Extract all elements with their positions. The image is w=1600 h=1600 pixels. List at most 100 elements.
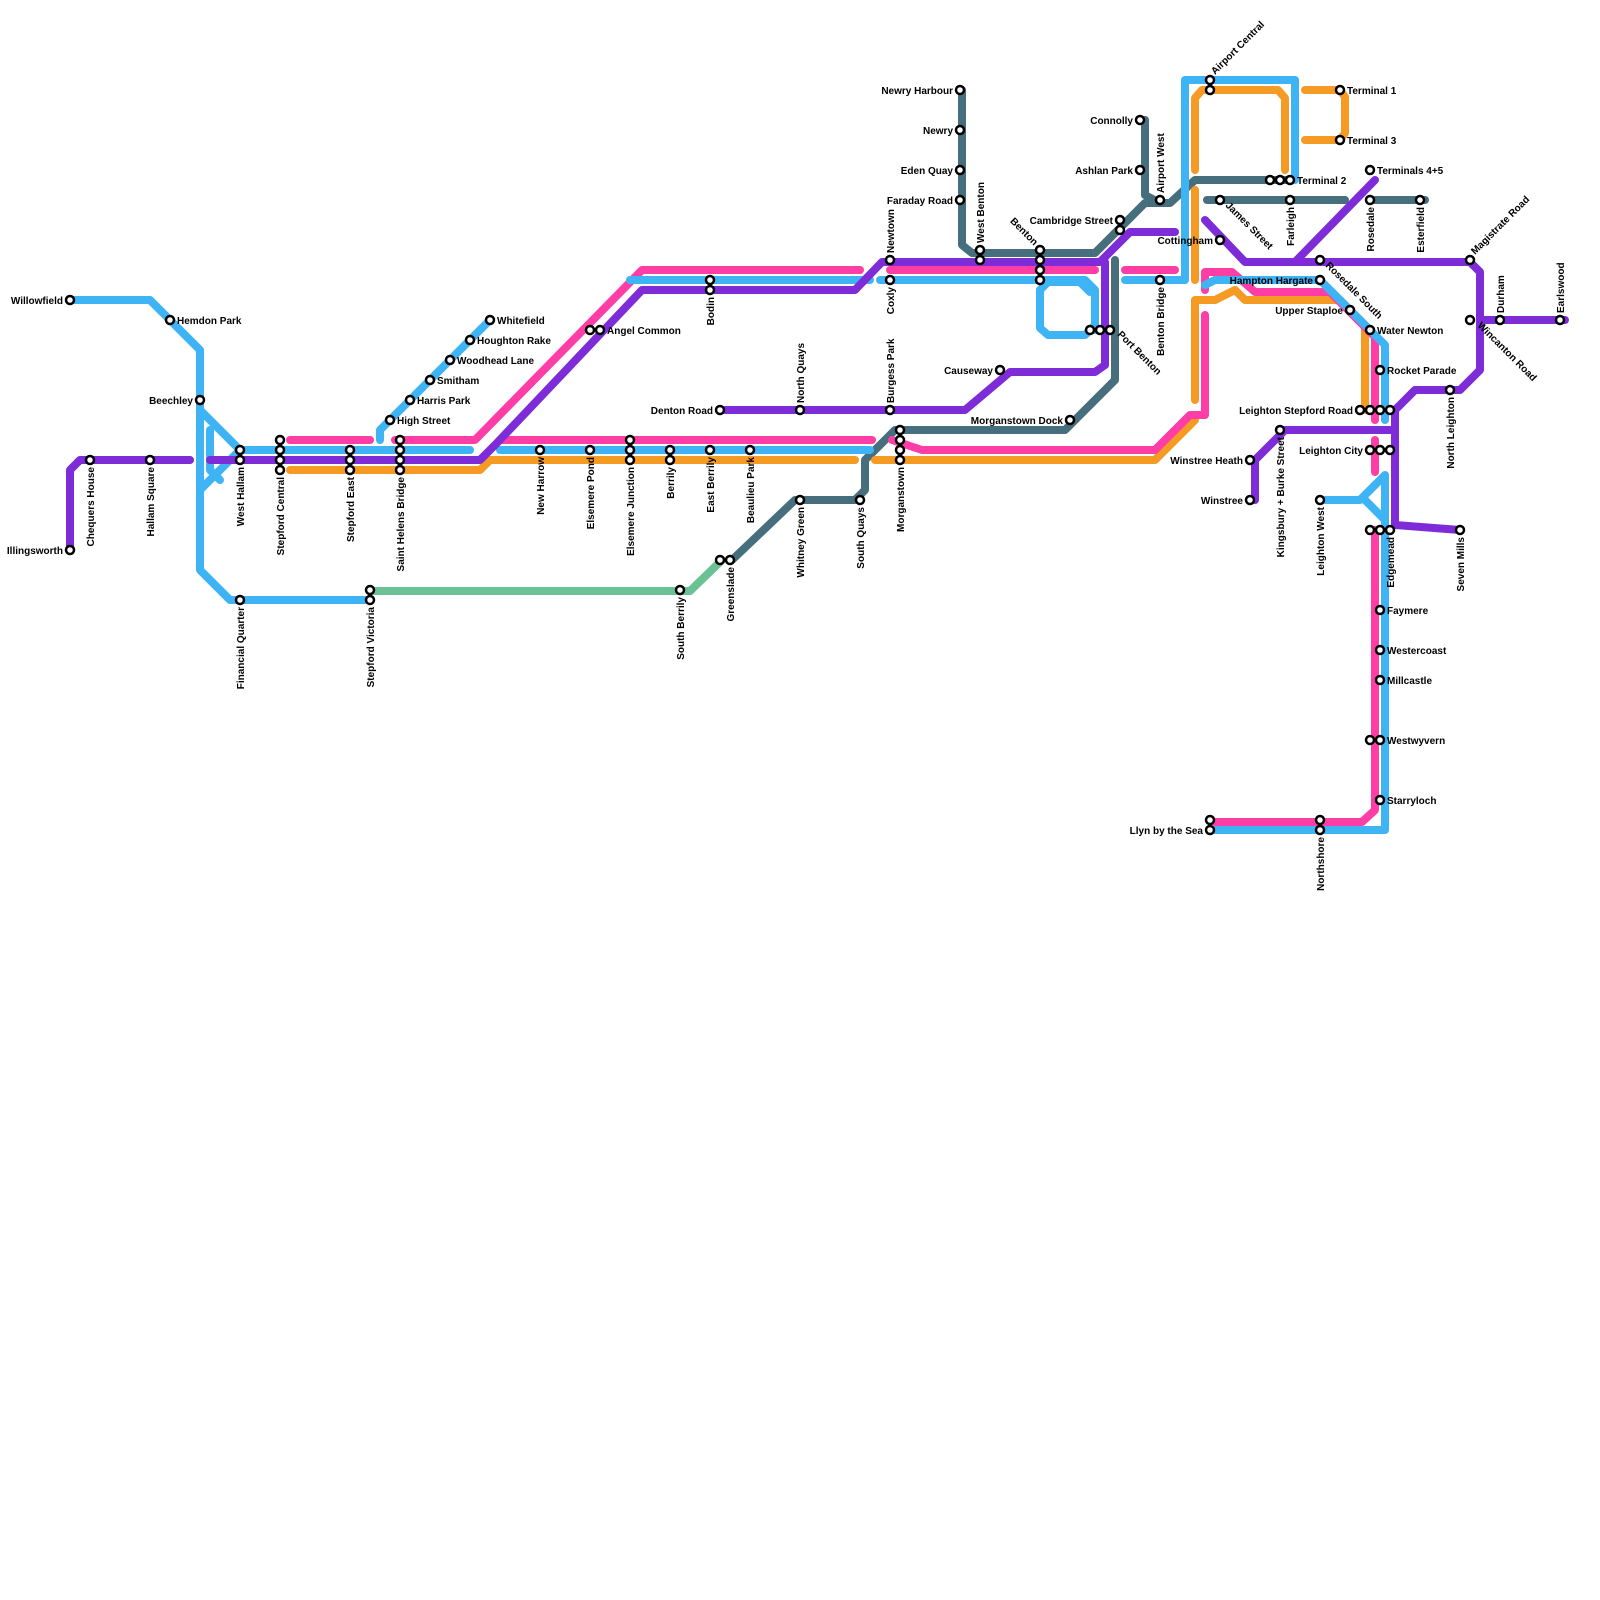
station-marker[interactable] [1206, 86, 1214, 94]
station-marker[interactable] [1496, 316, 1504, 324]
station-marker[interactable] [886, 256, 894, 264]
station-marker[interactable] [276, 466, 284, 474]
station-marker[interactable] [1556, 316, 1564, 324]
station-marker[interactable] [346, 446, 354, 454]
station-marker[interactable] [166, 316, 174, 324]
station-marker[interactable] [1366, 326, 1374, 334]
station-marker[interactable] [1206, 76, 1214, 84]
station-marker[interactable] [1366, 736, 1374, 744]
station-marker[interactable] [896, 456, 904, 464]
station-marker[interactable] [1106, 326, 1114, 334]
station-marker[interactable] [346, 466, 354, 474]
station-marker[interactable] [1086, 326, 1094, 334]
station-marker[interactable] [1316, 276, 1324, 284]
station-marker[interactable] [236, 596, 244, 604]
station-marker[interactable] [886, 406, 894, 414]
station-marker[interactable] [956, 196, 964, 204]
station-marker[interactable] [1366, 406, 1374, 414]
station-marker[interactable] [536, 446, 544, 454]
station-marker[interactable] [1246, 496, 1254, 504]
station-marker[interactable] [796, 406, 804, 414]
station-marker[interactable] [1036, 256, 1044, 264]
station-marker[interactable] [446, 356, 454, 364]
station-marker[interactable] [666, 446, 674, 454]
station-marker[interactable] [396, 466, 404, 474]
station-marker[interactable] [716, 556, 724, 564]
station-marker[interactable] [1036, 266, 1044, 274]
station-marker[interactable] [196, 396, 204, 404]
station-marker[interactable] [466, 336, 474, 344]
station-marker[interactable] [1036, 276, 1044, 284]
station-marker[interactable] [346, 456, 354, 464]
station-marker[interactable] [886, 276, 894, 284]
station-marker[interactable] [626, 436, 634, 444]
station-marker[interactable] [1366, 446, 1374, 454]
station-marker[interactable] [1246, 456, 1254, 464]
station-marker[interactable] [1346, 306, 1354, 314]
station-marker[interactable] [1466, 256, 1474, 264]
station-marker[interactable] [1456, 526, 1464, 534]
station-marker[interactable] [1376, 676, 1384, 684]
station-marker[interactable] [1366, 196, 1374, 204]
station-marker[interactable] [1066, 416, 1074, 424]
station-marker[interactable] [1366, 166, 1374, 174]
station-marker[interactable] [586, 326, 594, 334]
station-marker[interactable] [236, 456, 244, 464]
station-marker[interactable] [1366, 526, 1374, 534]
station-marker[interactable] [146, 456, 154, 464]
station-marker[interactable] [896, 446, 904, 454]
station-marker[interactable] [726, 556, 734, 564]
station-marker[interactable] [976, 256, 984, 264]
station-marker[interactable] [1316, 816, 1324, 824]
station-marker[interactable] [996, 366, 1004, 374]
station-marker[interactable] [1356, 406, 1364, 414]
station-marker[interactable] [396, 446, 404, 454]
station-marker[interactable] [956, 126, 964, 134]
station-marker[interactable] [1156, 276, 1164, 284]
station-marker[interactable] [1376, 446, 1384, 454]
station-marker[interactable] [86, 456, 94, 464]
station-marker[interactable] [1376, 606, 1384, 614]
station-marker[interactable] [896, 426, 904, 434]
station-marker[interactable] [396, 456, 404, 464]
station-marker[interactable] [1096, 326, 1104, 334]
station-marker[interactable] [1376, 366, 1384, 374]
station-marker[interactable] [1336, 86, 1344, 94]
station-marker[interactable] [746, 446, 754, 454]
station-marker[interactable] [366, 586, 374, 594]
station-marker[interactable] [586, 446, 594, 454]
station-marker[interactable] [1116, 216, 1124, 224]
station-marker[interactable] [896, 436, 904, 444]
station-marker[interactable] [1386, 406, 1394, 414]
station-marker[interactable] [956, 86, 964, 94]
station-marker[interactable] [1316, 826, 1324, 834]
station-marker[interactable] [366, 596, 374, 604]
station-marker[interactable] [1216, 196, 1224, 204]
station-marker[interactable] [1276, 176, 1284, 184]
station-marker[interactable] [1316, 256, 1324, 264]
station-marker[interactable] [276, 436, 284, 444]
station-marker[interactable] [1336, 136, 1344, 144]
station-marker[interactable] [706, 286, 714, 294]
station-marker[interactable] [276, 446, 284, 454]
station-marker[interactable] [1446, 386, 1454, 394]
station-marker[interactable] [276, 456, 284, 464]
station-marker[interactable] [1376, 646, 1384, 654]
station-marker[interactable] [1376, 406, 1384, 414]
station-marker[interactable] [1376, 796, 1384, 804]
station-marker[interactable] [1206, 826, 1214, 834]
station-marker[interactable] [706, 276, 714, 284]
station-marker[interactable] [1216, 236, 1224, 244]
station-marker[interactable] [426, 376, 434, 384]
station-marker[interactable] [396, 436, 404, 444]
station-marker[interactable] [1266, 176, 1274, 184]
station-marker[interactable] [596, 326, 604, 334]
station-marker[interactable] [406, 396, 414, 404]
station-marker[interactable] [1286, 176, 1294, 184]
station-marker[interactable] [956, 166, 964, 174]
station-marker[interactable] [976, 246, 984, 254]
station-marker[interactable] [1376, 526, 1384, 534]
station-marker[interactable] [1386, 446, 1394, 454]
station-marker[interactable] [666, 456, 674, 464]
station-marker[interactable] [1376, 736, 1384, 744]
